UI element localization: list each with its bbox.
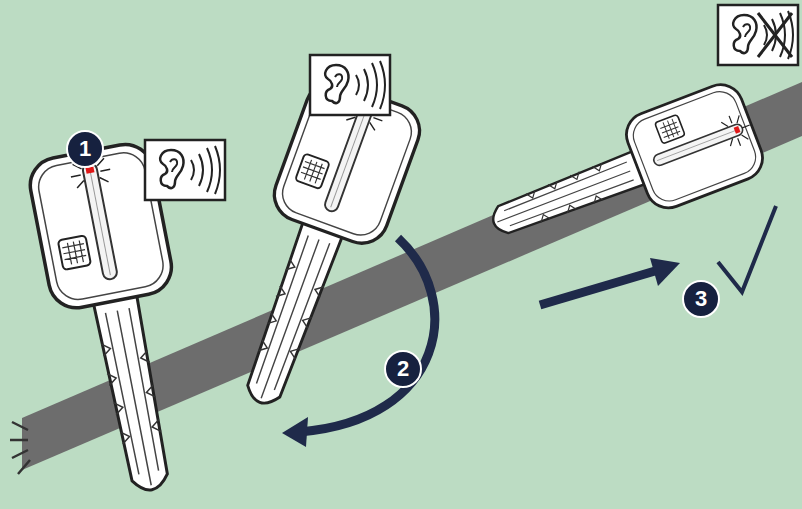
check-mark <box>718 206 776 292</box>
sound-icon <box>310 55 390 115</box>
callout-number: 1 <box>66 130 104 168</box>
key-step-3 <box>476 78 769 269</box>
key-step-2 <box>204 75 427 423</box>
sound-icon <box>145 140 225 200</box>
callout-number: 2 <box>384 350 422 388</box>
no-sound-icon <box>718 5 798 65</box>
arrow-head <box>282 417 308 447</box>
rotate-arrow <box>300 238 435 432</box>
arrow-head <box>650 258 680 286</box>
callout-number: 3 <box>682 280 720 318</box>
wires <box>10 422 30 474</box>
push-arrow <box>540 271 655 305</box>
